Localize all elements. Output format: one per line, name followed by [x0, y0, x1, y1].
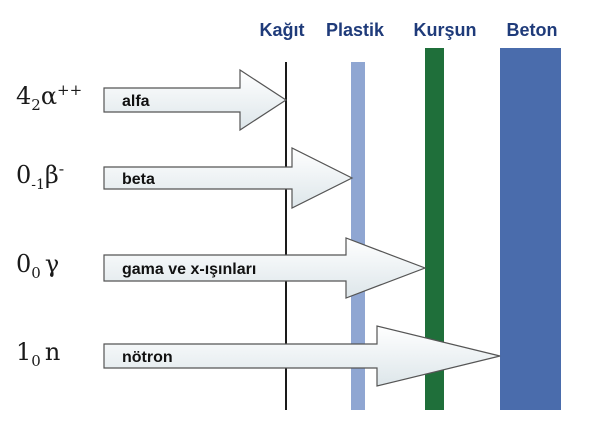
lead-barrier [425, 48, 444, 410]
beta-symbol: 0-1β- [16, 159, 64, 193]
header-concrete: Beton [507, 20, 558, 40]
neutron-arrow [103, 325, 501, 387]
beta-label: beta [122, 171, 155, 188]
header-lead: Kurşun [414, 20, 477, 40]
neutron-label: nötron [122, 349, 173, 366]
alpha-label: alfa [122, 93, 150, 110]
plastic-barrier [351, 62, 365, 410]
header-plastic: Plastik [326, 20, 385, 40]
gamma-label: gama ve x-ışınları [122, 261, 256, 278]
alpha-arrow [103, 68, 288, 132]
header-paper: Kağıt [260, 20, 305, 40]
concrete-barrier [500, 48, 561, 410]
alpha-symbol: 42α++ [16, 81, 82, 114]
gamma-arrow [103, 237, 427, 299]
beta-arrow [103, 147, 354, 209]
